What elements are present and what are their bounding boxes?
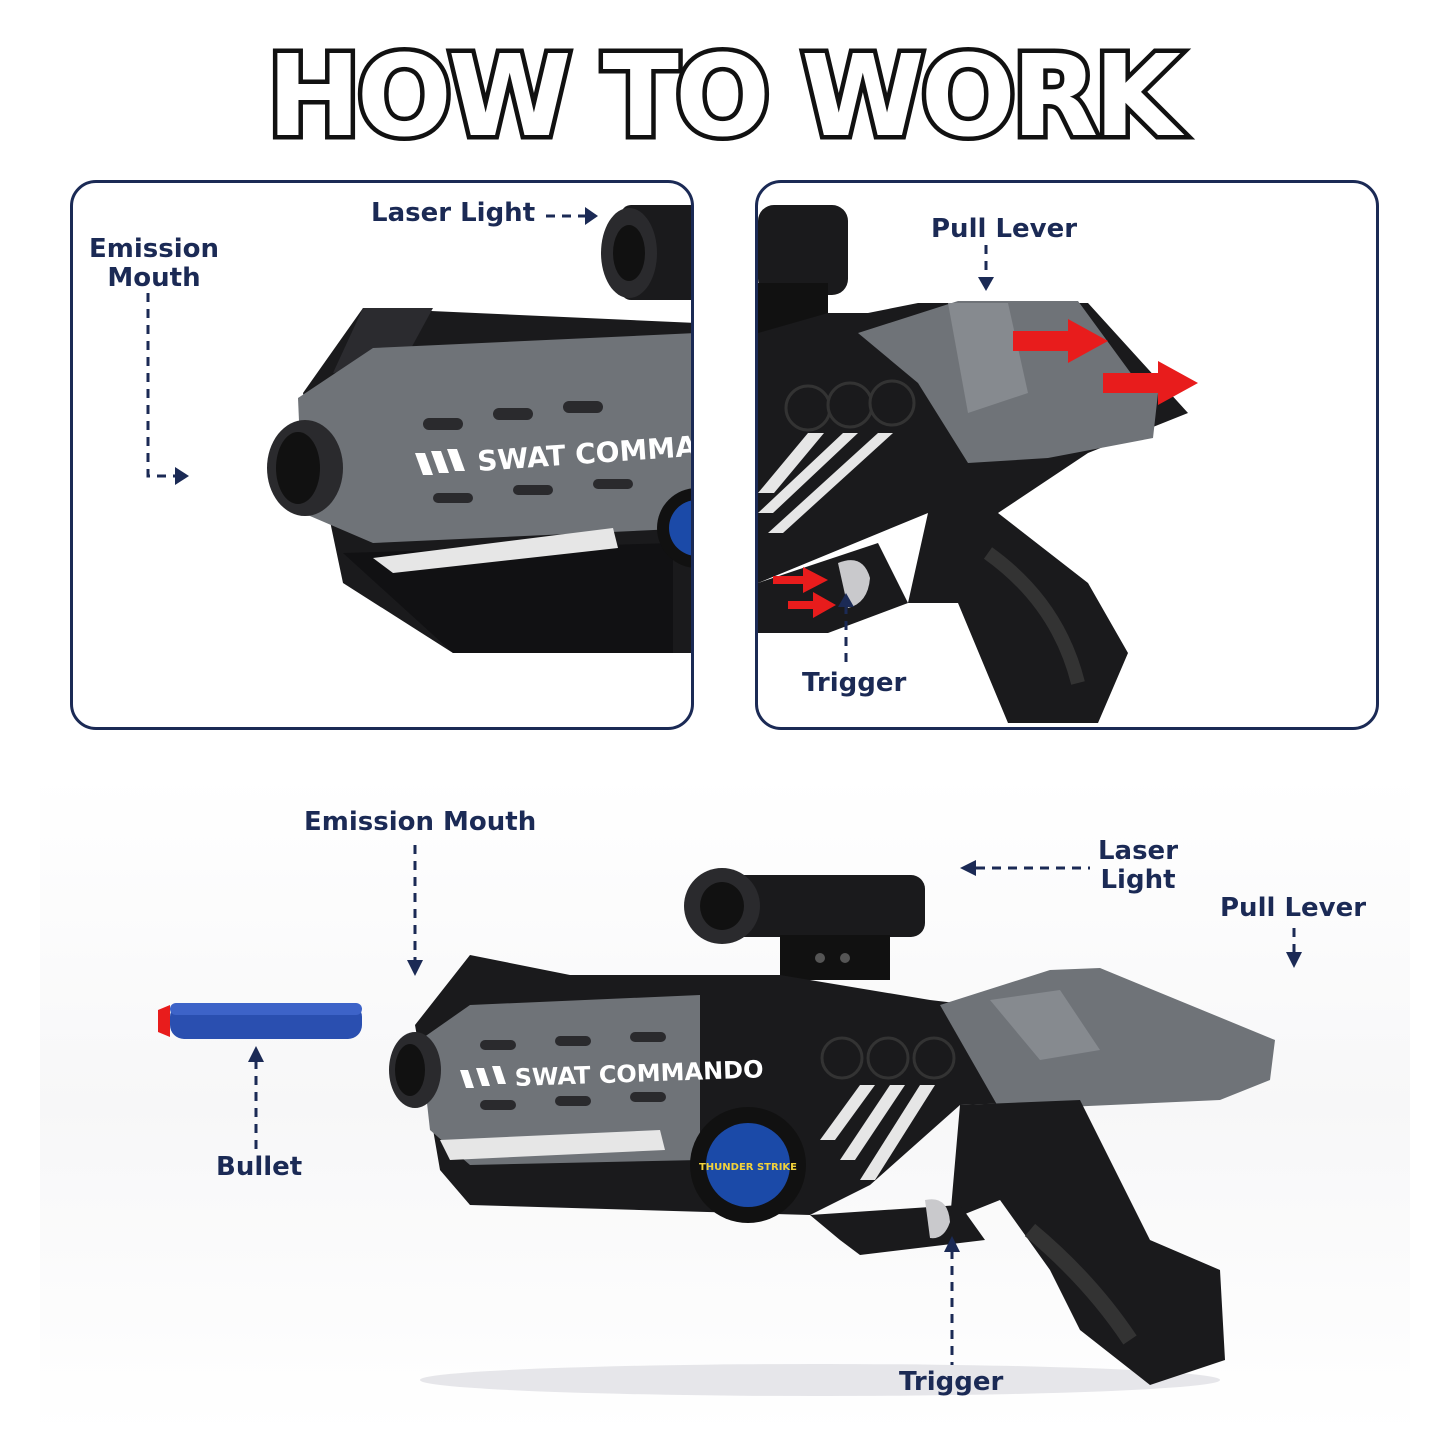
panel-lever-trigger: Pull Lever Trigger — [755, 180, 1379, 730]
laser-light-part — [601, 205, 691, 300]
gun-rear-closeup — [758, 205, 1198, 723]
bullet-label: Bullet — [216, 1152, 303, 1182]
label-arrows-full — [254, 845, 1296, 1365]
label-arrows — [146, 214, 588, 478]
bottom-pull-lever-label: Pull Lever — [1220, 893, 1367, 923]
trigger-label: Trigger — [802, 668, 907, 698]
emission-mouth-part — [267, 420, 343, 516]
badge-text: THUNDER STRIKE — [699, 1162, 797, 1173]
laser-light-part-full — [684, 868, 925, 980]
gun-body-full: SWAT COMMANDO — [415, 955, 1275, 1215]
bottom-laser-light-label: Laser Light — [1097, 836, 1179, 895]
bottom-emission-mouth-label: Emission Mouth — [304, 807, 537, 837]
gun-body: SWAT COMMANDO — [298, 308, 691, 653]
pull-lever-label: Pull Lever — [931, 214, 1078, 244]
panel-emission-laser: SWAT COMMANDO Laser Light Emission Mouth — [70, 180, 694, 730]
bullet-dart — [158, 1003, 362, 1039]
page-title: HOW TO WORK — [263, 28, 1194, 161]
emission-mouth-label: Emission Mouth — [89, 234, 219, 293]
motion-arrows — [773, 319, 1198, 618]
brand-badge: THUNDER STRIKE — [690, 1107, 806, 1223]
gun-front-closeup: SWAT COMMANDO — [146, 205, 691, 653]
laser-light-label: Laser Light — [371, 198, 536, 228]
trigger-part-full — [925, 1199, 950, 1239]
title-text: HOW TO WORK — [267, 32, 1185, 160]
bottom-trigger-label: Trigger — [899, 1367, 1004, 1397]
